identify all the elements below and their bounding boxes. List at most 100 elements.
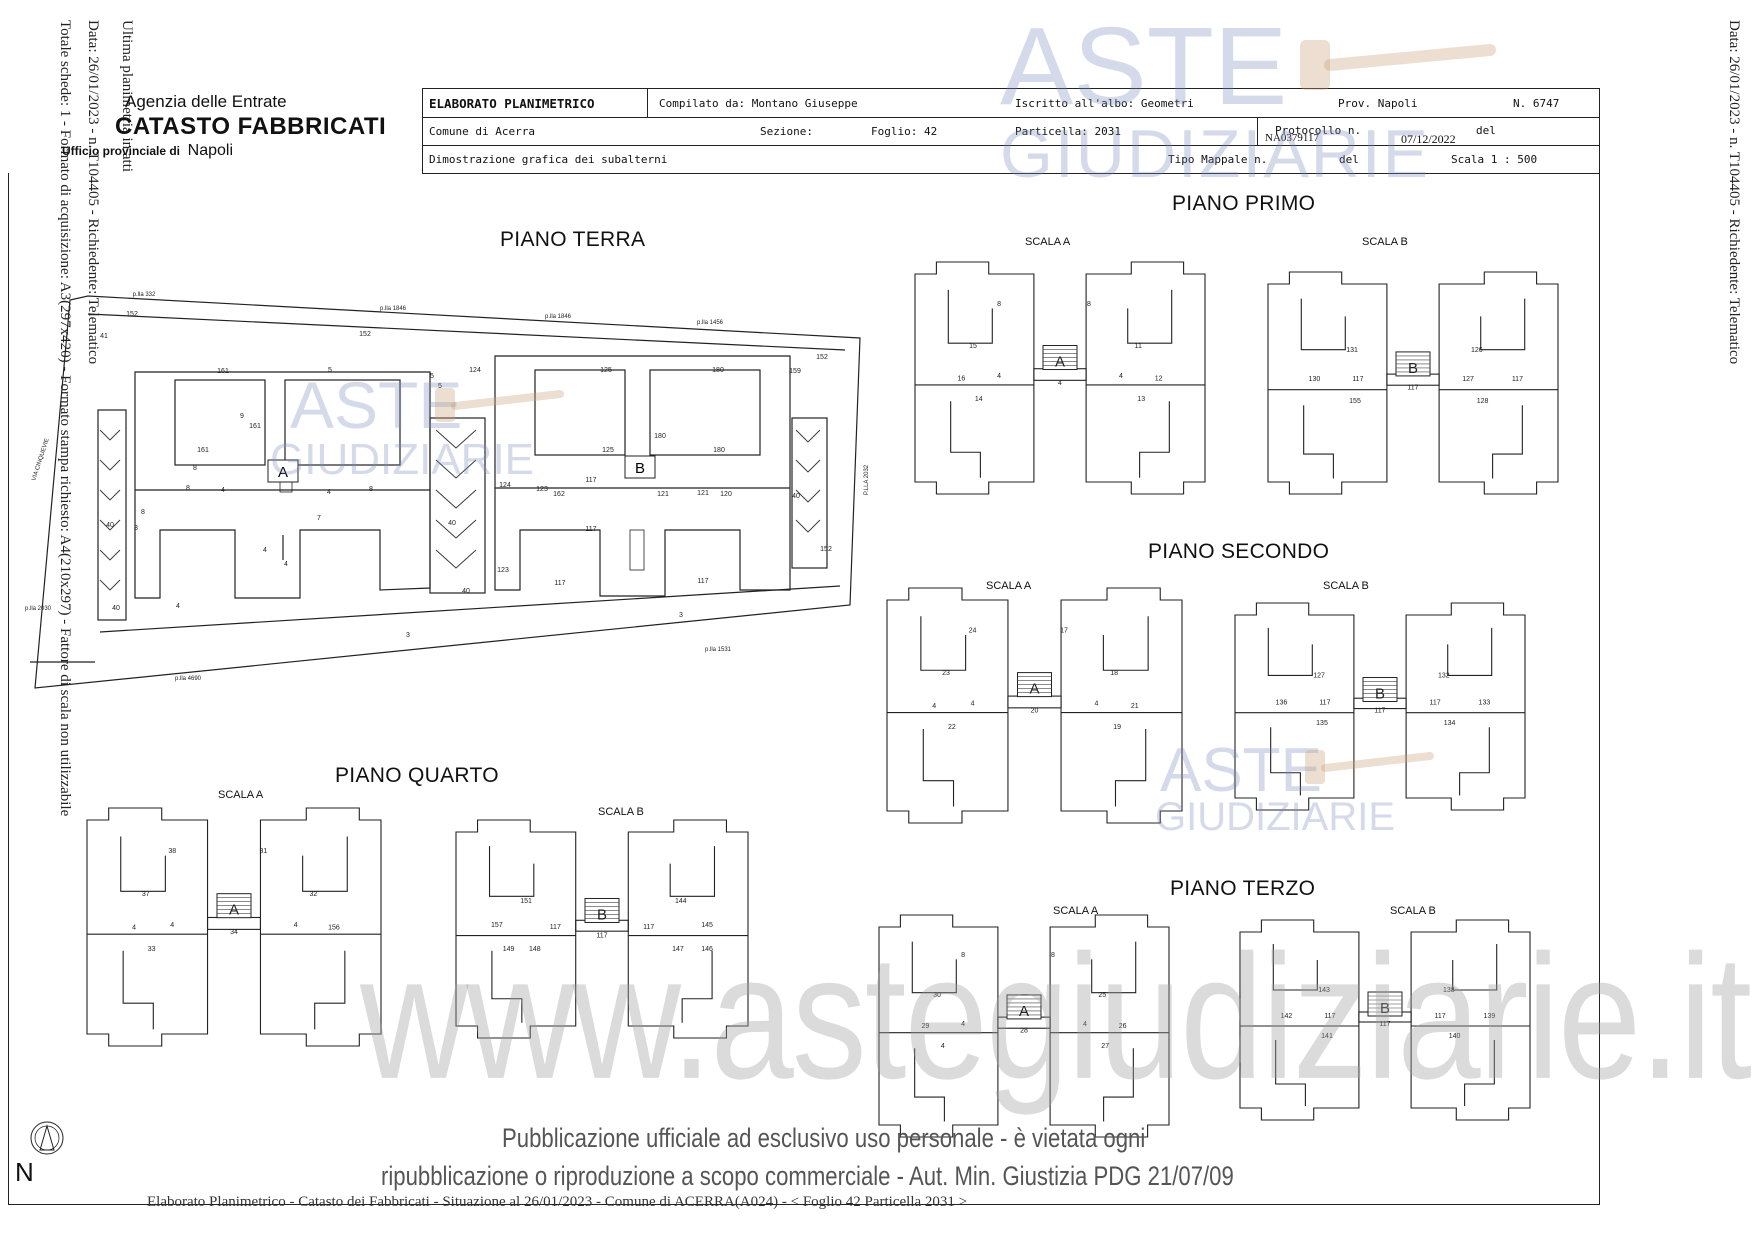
primo-scala-b: SCALA B [1362, 236, 1408, 248]
secondo-a-room-label: 4 [971, 701, 975, 708]
terra-room-label: 123 [536, 486, 548, 493]
primo-b-room-label: 127 [1462, 376, 1474, 383]
quarto-b-stair-icon [584, 897, 620, 923]
protocollo-number: NA0379117 [1265, 132, 1319, 144]
quarto-scala-b: SCALA B [598, 806, 644, 818]
primo-a-room-label: 14 [975, 396, 983, 403]
foglio: Foglio: 42 [871, 125, 938, 138]
terra-stair-b-letter: B [635, 460, 645, 477]
gavel-watermark-mid-icon [435, 388, 564, 422]
sezione: Sezione: [760, 125, 813, 138]
watermark-site: www.astegiudiziarie.it [360, 917, 1752, 1116]
terzo-b-room-label: 141 [1321, 1033, 1333, 1040]
secondo-b-room-label: 133 [1479, 699, 1491, 706]
quarto-a-stair-letter: A [229, 902, 239, 919]
header-row-2: Comune di Acerra Sezione: Foglio: 42 Par… [423, 117, 1599, 146]
quarto-a-room-label: 33 [148, 946, 156, 953]
terzo-a-room-label: 29 [922, 1023, 930, 1030]
primo-b-room-label: 155 [1349, 398, 1361, 405]
quarto-a-room-label: 38 [168, 848, 176, 855]
quarto-b-room-label: 149 [503, 946, 515, 953]
terzo-b-room-label: 138 [1443, 987, 1455, 994]
terra-room-label: 8 [141, 509, 145, 516]
terra-parcel-label: P.LLA 2032 [864, 464, 870, 495]
terra-room-label: 4 [176, 603, 180, 610]
header-row-3: Dimostrazione grafica dei subalterni Tip… [423, 145, 1599, 173]
terra-parcel-label: p.lla 1456 [697, 320, 724, 326]
north-arrow-icon [30, 1121, 64, 1155]
footer-caption: Elaborato Planimetrico - Catasto dei Fab… [147, 1194, 968, 1210]
terra-room-label: 4 [263, 547, 267, 554]
quarto-b-stair-letter: B [597, 906, 607, 923]
terra-room-label: 3 [679, 612, 683, 619]
secondo-b-room-label: 117 [1374, 708, 1385, 715]
secondo-a-room-label: 19 [1113, 724, 1121, 731]
terra-room-label: 121 [697, 490, 709, 497]
quarto-b-room-label: 151 [520, 898, 532, 905]
office-city: Napoli [187, 142, 234, 159]
primo-b-stair-icon [1395, 351, 1431, 377]
numero: N. 6747 [1513, 97, 1560, 110]
quarto-b-room-label: 144 [675, 898, 687, 905]
terzo-b-room-label: 140 [1449, 1033, 1461, 1040]
quarto-b-room-label: 148 [529, 946, 541, 953]
terra-room-label: 4 [221, 487, 225, 494]
secondo-a-room-label: 21 [1131, 703, 1139, 710]
quarto-a-room-label: 31 [260, 848, 268, 855]
quarto-a-room-label: 4 [294, 922, 298, 929]
terra-room-label: 124 [469, 367, 481, 374]
secondo-b-room-label: 135 [1316, 720, 1328, 727]
drawing-frame [8, 173, 1600, 1205]
notice-line-2: ripubblicazione o riproduzione a scopo c… [381, 1161, 1234, 1191]
primo-b-room-label: 128 [1477, 398, 1489, 405]
watermark-giudiziarie-right: GIUDIZIARIE [1155, 795, 1396, 839]
doc-type: ELABORATO PLANIMETRICO [429, 96, 595, 111]
terra-room-label: 123 [497, 567, 509, 574]
watermark-giudiziarie-top: GIUDIZIARIE [1000, 116, 1431, 192]
protocollo-date: 07/12/2022 [1401, 132, 1456, 146]
terra-room-label: 40 [792, 493, 800, 500]
terra-room-label: 7 [317, 515, 321, 522]
secondo-b-room-label: 134 [1444, 720, 1456, 727]
quarto-a-room-label: 32 [309, 891, 317, 898]
primo-a-room-label: 12 [1155, 375, 1163, 382]
secondo-b-stair-letter: B [1375, 686, 1385, 703]
terzo-b-room-label: 117 [1435, 1013, 1446, 1020]
secondo-scala-a: SCALA A [986, 580, 1032, 592]
quarto-a-room-label: 4 [170, 922, 174, 929]
terzo-a-room-label: 28 [1020, 1028, 1028, 1035]
agency-name: Agenzia delle Entrate [125, 92, 287, 111]
primo-a-room-label: 4 [1058, 380, 1062, 387]
terzo-scala-a: SCALA A [1053, 905, 1099, 917]
header-row-1: ELABORATO PLANIMETRICO Compilato da: Mon… [423, 89, 1599, 118]
terzo-a-room-label: 4 [941, 1043, 945, 1050]
particella: Particella: 2031 [1015, 125, 1121, 138]
watermark-aste-top: ASTE [1000, 5, 1288, 128]
primo-a-stair-letter: A [1055, 354, 1065, 371]
terra-room-label: 117 [585, 526, 596, 533]
terra-room-label: 152 [126, 311, 138, 318]
primo-scala-a: SCALA A [1025, 236, 1071, 248]
primo-b-room-label: 117 [1407, 385, 1418, 392]
secondo-a-room-label: 4 [932, 703, 936, 710]
terra-room-label: 40 [448, 520, 456, 527]
terra-room-label: 5 [438, 383, 442, 390]
floor-title-secondo: PIANO SECONDO [1148, 540, 1330, 563]
provincia: Prov. Napoli [1338, 97, 1418, 110]
terzo-a-room-label: 27 [1101, 1043, 1109, 1050]
terra-room-label: 3 [406, 632, 410, 639]
primo-b-room-label: 130 [1309, 376, 1321, 383]
quarto-a-room-label: 156 [328, 924, 340, 931]
secondo-b-room-label: 132 [1438, 673, 1450, 680]
primo-a-room-label: 8 [997, 301, 1001, 308]
secondo-a-stair-icon [1017, 672, 1052, 698]
terzo-b-room-label: 139 [1484, 1013, 1496, 1020]
terzo-a-room-label: 26 [1119, 1023, 1127, 1030]
gavel-watermark-right-icon [1305, 750, 1434, 784]
